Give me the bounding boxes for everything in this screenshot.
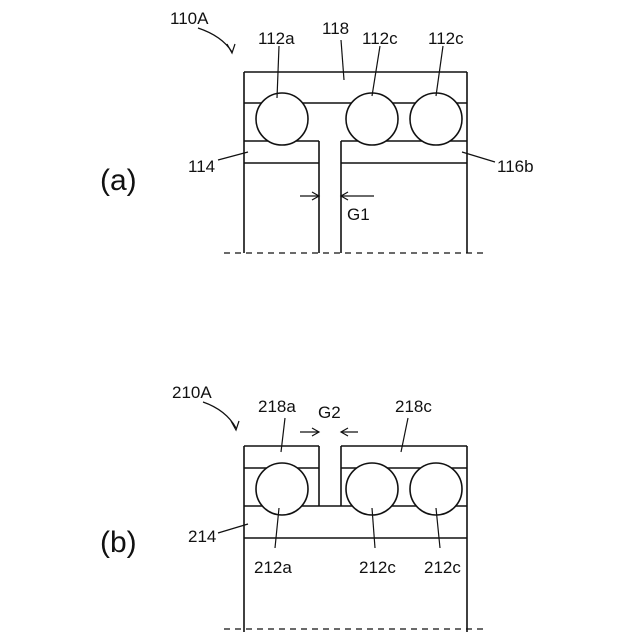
label-218c: 218c	[395, 397, 432, 416]
label-212a: 212a	[254, 558, 292, 577]
label-G1: G1	[347, 205, 370, 224]
figure-a: (a)	[100, 9, 534, 253]
label-210A: 210A	[172, 383, 212, 402]
label-212c-right: 212c	[424, 558, 461, 577]
label-214: 214	[188, 527, 216, 546]
panel-label-b: (b)	[100, 526, 137, 559]
leader-lines-b	[203, 402, 440, 548]
ball-112a	[256, 93, 308, 145]
ball-112c-mid	[346, 93, 398, 145]
label-118: 118	[322, 19, 349, 38]
label-110A: 110A	[170, 9, 209, 28]
label-212c-mid: 212c	[359, 558, 396, 577]
label-218a: 218a	[258, 397, 296, 416]
label-G2: G2	[318, 403, 341, 422]
ball-212c-right	[410, 463, 462, 515]
label-112c-mid: 112c	[362, 29, 398, 48]
label-112a: 112a	[258, 29, 295, 48]
label-112c-right: 112c	[428, 29, 464, 48]
figure-b: (b)	[100, 383, 485, 632]
ball-112c-right	[410, 93, 462, 145]
label-114: 114	[188, 157, 215, 176]
label-116b: 116b	[497, 157, 534, 176]
ball-212c-mid	[346, 463, 398, 515]
panel-label-a: (a)	[100, 164, 137, 197]
ball-212a	[256, 463, 308, 515]
